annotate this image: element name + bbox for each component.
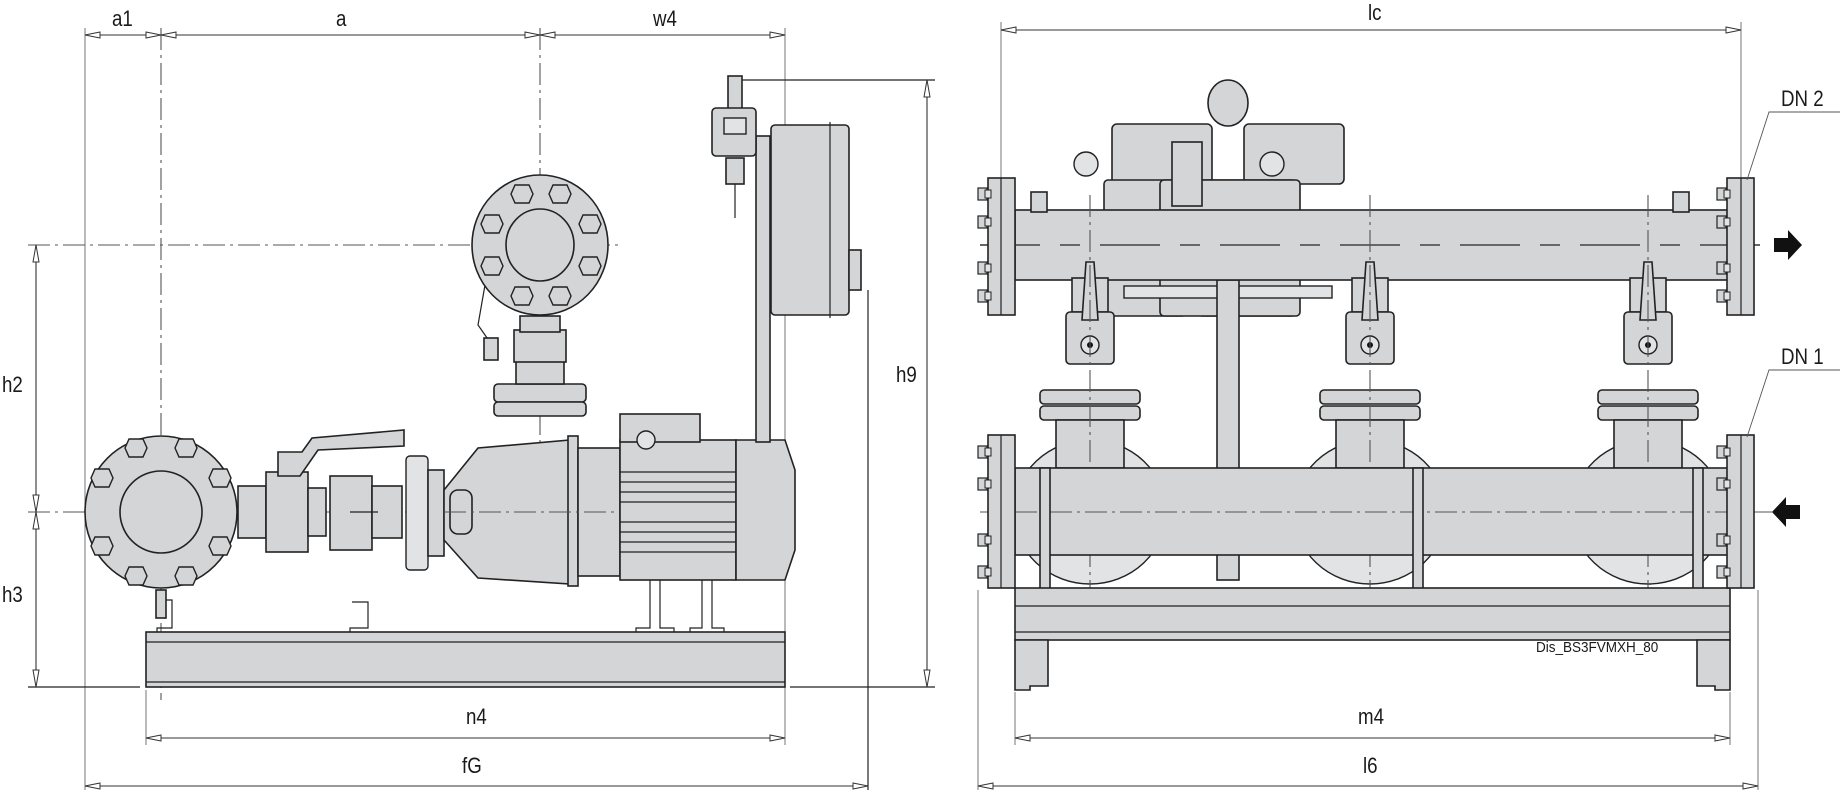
pump-inlet-flange <box>427 469 445 557</box>
pipe-clamp <box>1412 467 1424 609</box>
arrowhead <box>160 31 177 39</box>
arrowhead <box>32 494 40 513</box>
dim-label-h3: h3 <box>2 582 23 607</box>
connection-label-dn2: DN 2 <box>1781 86 1824 111</box>
arrowhead <box>32 244 40 263</box>
inlet-arrow-left-icon <box>1772 497 1800 527</box>
suction-flange-left <box>977 434 1016 589</box>
riser-pipe <box>515 359 565 385</box>
arrowhead <box>524 31 541 39</box>
suction-flange-right <box>1716 434 1755 589</box>
outlet-arrow-right-icon <box>1774 230 1802 260</box>
drawing-code: Dis_BS3FVMXH_80 <box>1536 639 1659 656</box>
dim-label-w4: w4 <box>653 6 677 31</box>
manifold-tee <box>1171 141 1203 207</box>
panel-switch <box>848 249 862 291</box>
ball-valve-body <box>265 471 309 553</box>
dim-label-lc: lc <box>1368 0 1382 25</box>
dim-label-n4: n4 <box>466 704 487 729</box>
side-view <box>28 28 935 790</box>
arrowhead <box>1014 734 1031 742</box>
pressure-switch-face <box>723 117 747 135</box>
discharge-flange <box>493 401 587 417</box>
dim-label-a1: a1 <box>112 6 133 31</box>
support-bolt <box>155 589 167 619</box>
arrowhead <box>1714 734 1731 742</box>
arrowhead <box>769 734 786 742</box>
riser-nut <box>519 315 561 333</box>
inlet-bore <box>119 470 203 554</box>
pipe-clamp <box>1039 467 1051 609</box>
discharge-flange <box>493 383 587 403</box>
valve-nut <box>307 487 327 537</box>
pump-flange <box>567 435 579 587</box>
connection-label-dn1: DN 1 <box>1781 344 1824 369</box>
motor-fins <box>620 471 736 553</box>
terminal-box <box>619 413 701 443</box>
pump-column-1 <box>1039 195 1141 640</box>
dim-label-a: a <box>336 6 347 31</box>
base-frame <box>145 631 786 688</box>
dim-label-fG: fG <box>462 753 482 778</box>
foot-left <box>1014 639 1049 691</box>
arrowhead <box>539 31 556 39</box>
pipe-clamp <box>1692 467 1704 609</box>
arrowhead <box>923 79 931 98</box>
bracket-hole <box>1073 151 1099 177</box>
outlet-bore <box>505 208 575 282</box>
pump-column-3 <box>1597 195 1699 640</box>
dim-label-l6: l6 <box>1363 753 1378 778</box>
dn1-leader <box>1746 369 1840 438</box>
gauge-bracket <box>1243 123 1345 185</box>
front-base-frame <box>1014 587 1731 641</box>
front-view <box>977 22 1840 790</box>
motor-body <box>619 439 737 581</box>
motor-foot <box>689 580 725 632</box>
control-panel <box>770 124 850 316</box>
pump-column-2 <box>1319 195 1421 640</box>
union <box>329 475 373 551</box>
valve-handle <box>277 429 405 477</box>
cable-gland <box>636 430 656 450</box>
arrowhead <box>769 31 786 39</box>
bracket-hole <box>1259 151 1285 177</box>
dim-label-h2: h2 <box>2 372 23 397</box>
pressure-switch-fitting <box>725 157 745 185</box>
discharge-flange-right <box>1716 177 1755 316</box>
lever-knob <box>483 337 499 361</box>
arrowhead <box>1742 782 1759 790</box>
riser-valve-lever <box>477 284 493 346</box>
dim-label-m4: m4 <box>1358 704 1384 729</box>
motor-fan-cover <box>735 439 796 581</box>
discharge-flange-left <box>977 177 1016 316</box>
arrowhead <box>145 734 162 742</box>
bracket <box>349 601 369 632</box>
arrowhead <box>1000 26 1017 34</box>
arrowhead <box>852 782 869 790</box>
pressure-gauge <box>1207 79 1249 127</box>
dim-label-h9: h9 <box>896 362 917 387</box>
motor-foot <box>635 580 675 632</box>
foot-right <box>1696 639 1731 691</box>
arrowhead <box>32 669 40 688</box>
valve-nut <box>237 485 267 539</box>
dn2-leader <box>1746 111 1840 181</box>
vent-plug <box>1030 191 1048 213</box>
vent-plug <box>1672 191 1690 213</box>
arrowhead <box>84 782 101 790</box>
arrowhead <box>923 669 931 688</box>
bracket <box>156 599 173 632</box>
arrowhead <box>84 31 101 39</box>
riser-valve <box>513 329 567 363</box>
arrowhead <box>32 511 40 530</box>
arrowhead <box>977 782 994 790</box>
control-mast <box>755 135 771 443</box>
arrowhead <box>145 31 162 39</box>
pump-inlet-flange <box>405 455 429 571</box>
arrowhead <box>1725 26 1742 34</box>
